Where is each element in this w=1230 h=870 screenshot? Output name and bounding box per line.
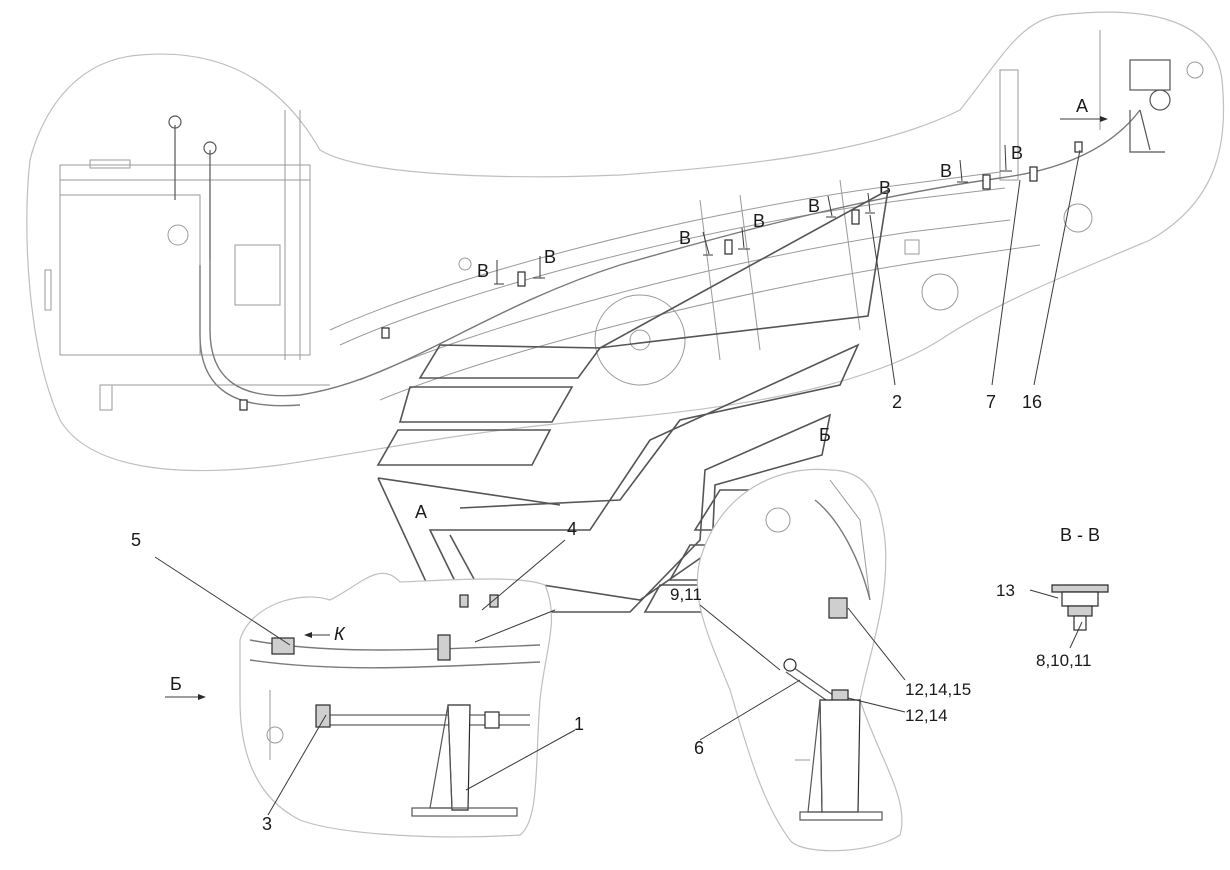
leader-lines (154, 149, 1081, 816)
lever-mechanism (1099, 30, 1204, 153)
cabin-console (44, 110, 330, 411)
section-mark-7: В (940, 161, 952, 181)
callout-3: 3 (262, 814, 272, 834)
section-b-b: В - В (1029, 525, 1109, 649)
callout-4: 4 (567, 519, 577, 539)
callout-16: 16 (1022, 392, 1042, 412)
callout-labels: 1 2 3 4 5 6 7 16 9,11 12,14,15 12,14 13 … (131, 392, 1091, 834)
section-title: В - В (1060, 525, 1100, 545)
callout-12-14-15: 12,14,15 (905, 680, 971, 699)
lower-left-detail: К Б (165, 572, 553, 838)
view-a-mid-label: А (415, 502, 427, 522)
section-mark-8: В (1011, 143, 1023, 163)
section-mark-4: В (753, 211, 765, 231)
section-mark-1: В (477, 261, 489, 281)
callout-8-10-11: 8,10,11 (1036, 651, 1091, 670)
callout-1: 1 (574, 714, 584, 734)
view-b-arrow-label: Б (170, 674, 182, 694)
callout-6: 6 (694, 738, 704, 758)
callout-5: 5 (131, 530, 141, 550)
top-detail-view: В В В В В В В В А (26, 11, 1225, 472)
section-markers (494, 116, 1108, 285)
callout-13: 13 (996, 581, 1015, 600)
lower-right-detail: Б А (415, 425, 903, 852)
callout-9-11: 9,11 (670, 585, 702, 604)
view-k-arrow-label: К (334, 624, 346, 644)
section-mark-2: В (544, 247, 556, 267)
callout-2: 2 (892, 392, 902, 412)
callout-12-14: 12,14 (905, 706, 948, 725)
view-a-top-label: А (1076, 96, 1088, 116)
view-b-top-label: Б (819, 425, 831, 445)
section-mark-6: В (879, 178, 891, 198)
section-mark-5: В (808, 196, 820, 216)
control-cable (199, 109, 1141, 411)
section-mark-3: В (679, 228, 691, 248)
callout-7: 7 (986, 392, 996, 412)
